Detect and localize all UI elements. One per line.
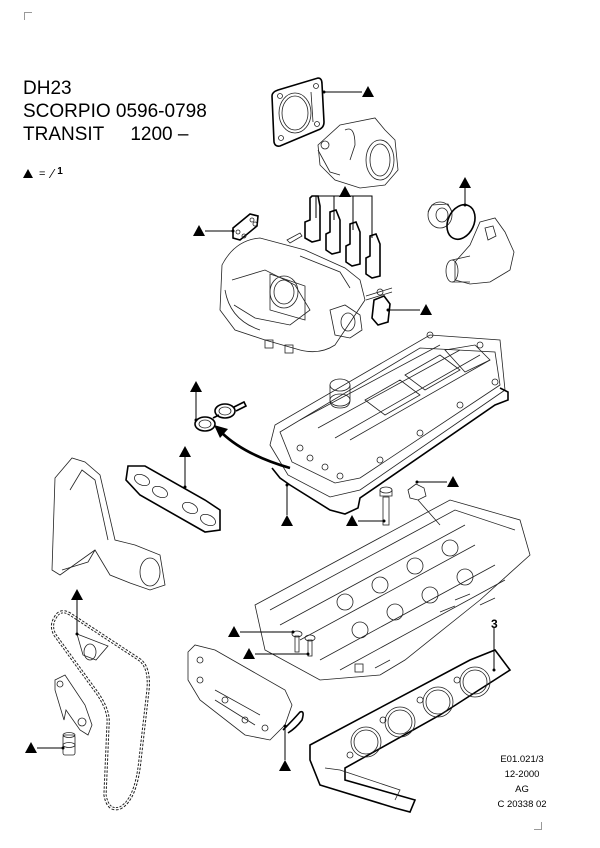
model-range: 1200 – <box>130 124 189 145</box>
reference-catalog: C 20338 02 <box>497 799 547 810</box>
cam-cover-plug-seal[interactable] <box>194 400 248 432</box>
callout-intake-ports <box>315 186 373 238</box>
legend-meaning: ⁄ 1 <box>51 166 62 181</box>
crop-mark-top-left <box>24 12 32 20</box>
reference-block: E01.021/3 12-2000 AG C 20338 02 <box>472 752 572 812</box>
cam-cover-bolt[interactable] <box>379 486 393 526</box>
chain-guide <box>54 674 93 736</box>
model-range: 0596-0798 <box>115 101 207 122</box>
model-line-transit: TRANSIT 1200 – <box>23 123 207 146</box>
callout-cam-bolt <box>346 515 386 526</box>
callout-throttle-gasket <box>322 86 374 97</box>
crop-mark-bottom-right <box>534 822 542 830</box>
intake-stud <box>286 232 303 244</box>
timing-cover <box>187 644 293 741</box>
head-bolts[interactable] <box>291 630 316 657</box>
diagram-title-block: DH23 SCORPIO 0596-0798 TRANSIT 1200 – <box>23 77 207 146</box>
cylinder-head-gasket[interactable] <box>309 649 512 813</box>
callout-head-bolt-2 <box>243 648 310 659</box>
throttle-body <box>317 117 399 189</box>
callout-plug-seal <box>190 381 202 422</box>
reference-author: AG <box>515 784 529 795</box>
intake-port-gaskets[interactable] <box>304 195 381 279</box>
thermostat-housing <box>445 217 515 285</box>
egr-plate-gasket[interactable] <box>232 213 259 241</box>
throttle-body-gasket[interactable] <box>271 77 325 147</box>
reference-date: 12-2000 <box>504 769 540 780</box>
diagram-code: DH23 <box>23 78 72 99</box>
legend-value: 1 <box>57 166 63 177</box>
callout-tensioner <box>71 589 83 636</box>
callout-cam-cover-gasket <box>281 483 293 526</box>
not-equal-glyph: ⁄ <box>51 166 54 181</box>
timing-chain-tensioner[interactable] <box>76 633 109 661</box>
cam-cover-gasket[interactable] <box>271 387 509 515</box>
callout-timing-cover-gasket <box>279 724 291 771</box>
legend: = ⁄ 1 <box>23 166 63 181</box>
callout-head-gasket <box>492 628 496 672</box>
callout-plunger <box>25 742 65 753</box>
thermostat-seal-ring[interactable] <box>442 200 481 244</box>
intake-manifold <box>219 237 366 354</box>
callout-oil-seal <box>415 476 459 487</box>
callout-egr-plate <box>193 225 235 236</box>
callout-exhaust-gasket <box>179 446 191 489</box>
exhaust-manifold <box>51 457 166 591</box>
triangle-marker-icon <box>23 169 33 178</box>
oil-seal-cap[interactable] <box>407 483 441 526</box>
model-name: TRANSIT <box>23 124 104 145</box>
timing-chain <box>50 610 150 811</box>
exhaust-manifold-gasket[interactable] <box>125 465 221 533</box>
callout-thermostat-seal <box>459 177 471 207</box>
tensioner-plunger[interactable] <box>62 732 76 756</box>
legend-equals: = <box>39 167 46 180</box>
timing-cover-gasket[interactable] <box>282 710 304 734</box>
callout-egr-flange <box>386 304 432 315</box>
model-line-scorpio: SCORPIO 0596-0798 <box>23 100 207 123</box>
egr-flange-gasket[interactable] <box>365 287 393 326</box>
installation-arrow <box>214 425 291 470</box>
cylinder-head <box>254 499 531 681</box>
callout-number-3: 3 <box>491 617 498 631</box>
cam-cover <box>269 331 506 498</box>
model-name: SCORPIO <box>23 101 111 122</box>
reference-code: E01.021/3 <box>500 754 544 765</box>
callout-head-bolt-1 <box>228 626 295 637</box>
thermostat <box>427 201 453 229</box>
